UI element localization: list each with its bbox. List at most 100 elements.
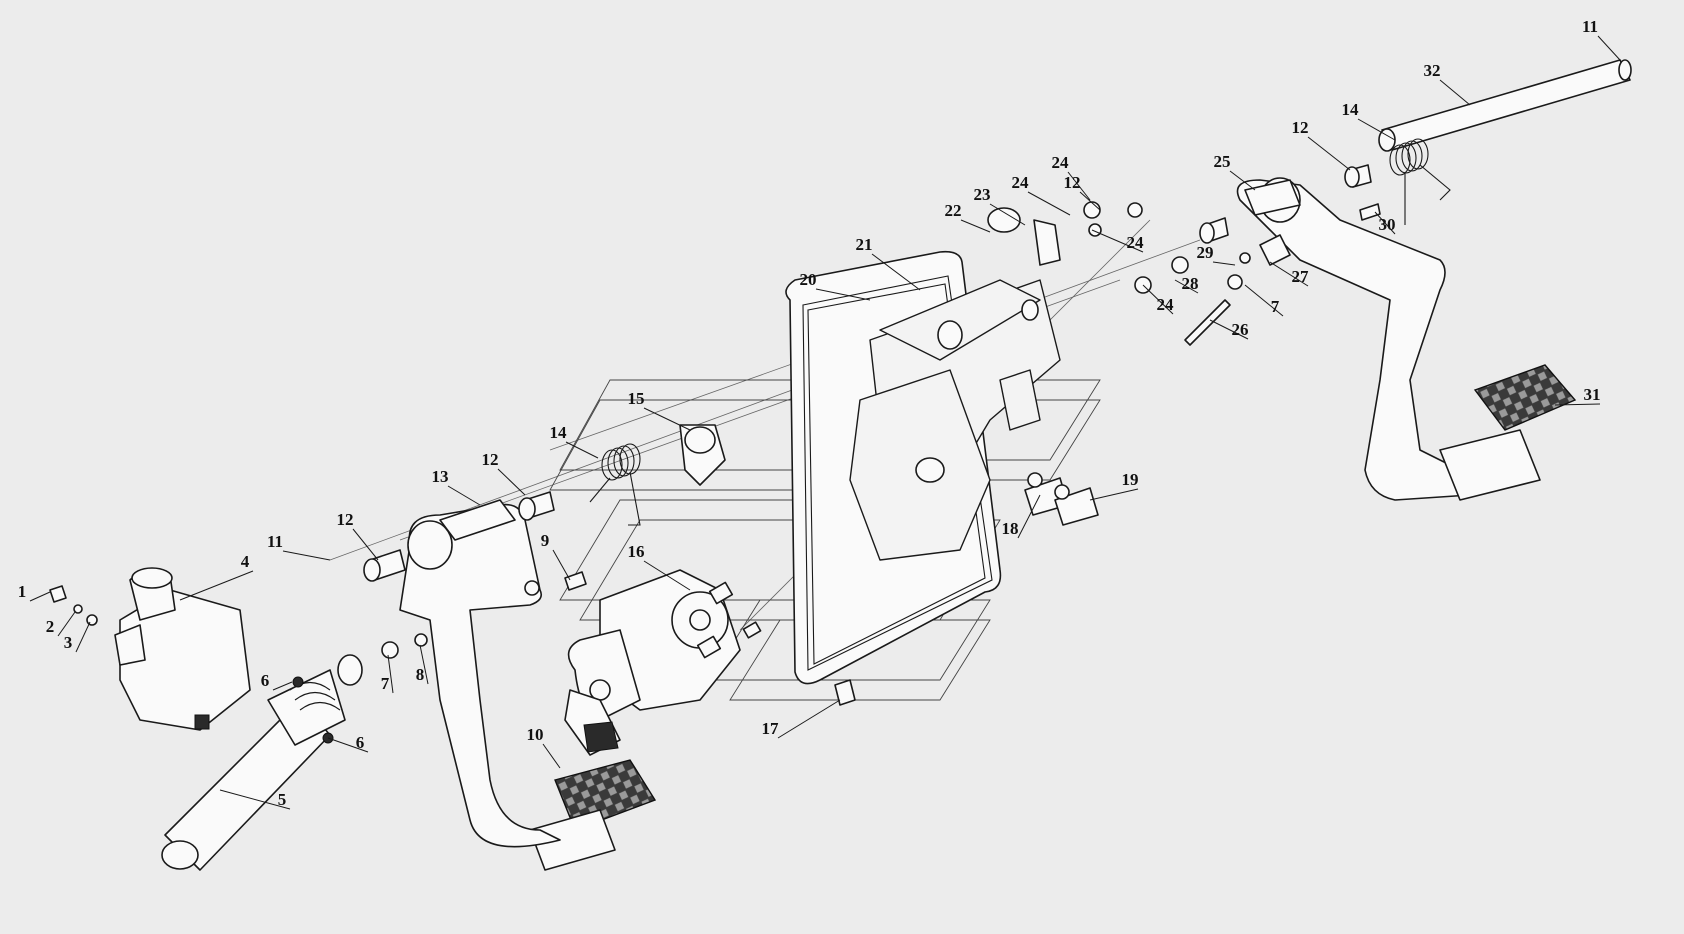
callout-leader-line — [565, 441, 599, 459]
callout-leader-line — [1142, 284, 1174, 315]
return-spring-right — [1389, 138, 1451, 225]
callout-number: 28 — [1182, 274, 1199, 293]
callout-leader-line — [352, 528, 379, 561]
callout-number: 14 — [550, 423, 568, 442]
callout-number: 17 — [762, 719, 780, 738]
callout-number: 18 — [1002, 519, 1019, 538]
callout-leader-line — [1374, 211, 1396, 235]
callout-number: 7 — [381, 674, 390, 693]
callout-leader-line — [1212, 261, 1236, 266]
stop-light-switches — [1024, 472, 1099, 526]
callout-leader-line — [777, 699, 841, 739]
fluid-reservoir — [114, 567, 251, 731]
callout-leader-line — [1357, 118, 1396, 141]
callout-number: 9 — [541, 531, 550, 550]
callout-leader-line — [447, 485, 481, 506]
callout-number: 26 — [1232, 320, 1249, 339]
callout-number: 24 — [1127, 233, 1145, 252]
callout-number: 21 — [856, 235, 873, 254]
callout-leader-line — [272, 681, 293, 691]
callout-number: 1 — [18, 582, 27, 601]
callout-number: 16 — [628, 542, 645, 561]
brake-pedal-pad — [529, 759, 657, 871]
callout-number: 6 — [261, 671, 270, 690]
clutch-pedal-lever — [399, 499, 561, 848]
callout-number: 20 — [800, 270, 817, 289]
callout-labels: 1234566778910111112121212131414151617181… — [18, 17, 1621, 810]
callout-leader-line — [1269, 261, 1309, 287]
callout-leader-line — [1229, 170, 1256, 191]
callout-leader-line — [282, 550, 331, 561]
callout-leader-line — [75, 621, 91, 653]
callout-leader-line — [643, 560, 691, 591]
callout-leader-line — [552, 549, 571, 581]
callout-leader-line — [1174, 279, 1199, 294]
callout-leader-line — [815, 288, 871, 301]
callout-number: 12 — [1064, 173, 1081, 192]
callout-number: 31 — [1584, 385, 1601, 404]
callout-number: 22 — [945, 201, 962, 220]
master-cylinder — [161, 654, 363, 871]
callout-number: 4 — [241, 552, 250, 571]
callout-leader-line — [419, 644, 429, 685]
callout-number: 32 — [1424, 61, 1441, 80]
callout-number: 5 — [278, 790, 287, 809]
callout-number: 12 — [337, 510, 354, 529]
callout-number: 11 — [267, 532, 283, 551]
bushing-parts — [363, 164, 1372, 582]
callout-number: 10 — [527, 725, 544, 744]
callout-number: 2 — [46, 617, 55, 636]
callout-leader-line — [1209, 319, 1249, 340]
callout-leader-line — [1244, 284, 1284, 317]
brake-valve — [564, 569, 762, 756]
callout-leader-line — [1089, 488, 1139, 501]
callout-number: 11 — [1582, 17, 1598, 36]
callout-number: 24 — [1052, 153, 1070, 172]
callout-leader-line — [960, 219, 991, 233]
callout-leader-line — [1017, 494, 1041, 539]
callout-leader-line — [1307, 136, 1351, 171]
callout-leader-line — [1027, 191, 1071, 216]
callout-number: 3 — [64, 633, 73, 652]
callout-number: 12 — [482, 450, 499, 469]
callout-leader-line — [29, 591, 51, 602]
return-spring-left — [589, 443, 641, 526]
callout-leader-line — [1067, 171, 1091, 201]
callout-leader-line — [989, 203, 1026, 226]
callout-leader-line — [219, 789, 291, 810]
callout-number: 12 — [1292, 118, 1309, 137]
callout-number: 23 — [974, 185, 991, 204]
callout-number: 30 — [1379, 215, 1396, 234]
callout-number: 15 — [628, 389, 645, 408]
pivot-shaft — [1378, 59, 1632, 152]
callout-number: 14 — [1342, 100, 1360, 119]
callout-leader-line — [1439, 79, 1471, 106]
callout-leader-line — [179, 570, 254, 601]
callout-number: 29 — [1197, 243, 1214, 262]
callout-leader-line — [1079, 191, 1101, 211]
callout-number: 13 — [432, 467, 449, 486]
callout-leader-line — [327, 737, 369, 753]
callout-number: 7 — [1271, 297, 1280, 316]
callout-leader-line — [497, 468, 526, 496]
callout-leader-line — [542, 743, 561, 769]
callout-number: 19 — [1122, 470, 1139, 489]
callout-leader-line — [57, 611, 76, 637]
callout-number: 8 — [416, 665, 425, 684]
bracket-15 — [679, 424, 726, 486]
callout-leader-line — [387, 654, 394, 694]
callout-leader-line — [1554, 403, 1601, 406]
callout-number: 27 — [1292, 267, 1310, 286]
callout-number: 6 — [356, 733, 365, 752]
callout-leader-line — [643, 407, 691, 431]
callout-number: 24 — [1012, 173, 1030, 192]
clutch-pedal-pad — [1439, 364, 1577, 501]
pedal-bracket — [849, 279, 1061, 561]
callout-leader-line — [1597, 35, 1621, 61]
brake-pedal-lever — [1236, 177, 1481, 501]
callout-number: 24 — [1157, 295, 1175, 314]
callout-leader-line — [871, 253, 921, 291]
callout-leader-line — [1091, 229, 1144, 253]
